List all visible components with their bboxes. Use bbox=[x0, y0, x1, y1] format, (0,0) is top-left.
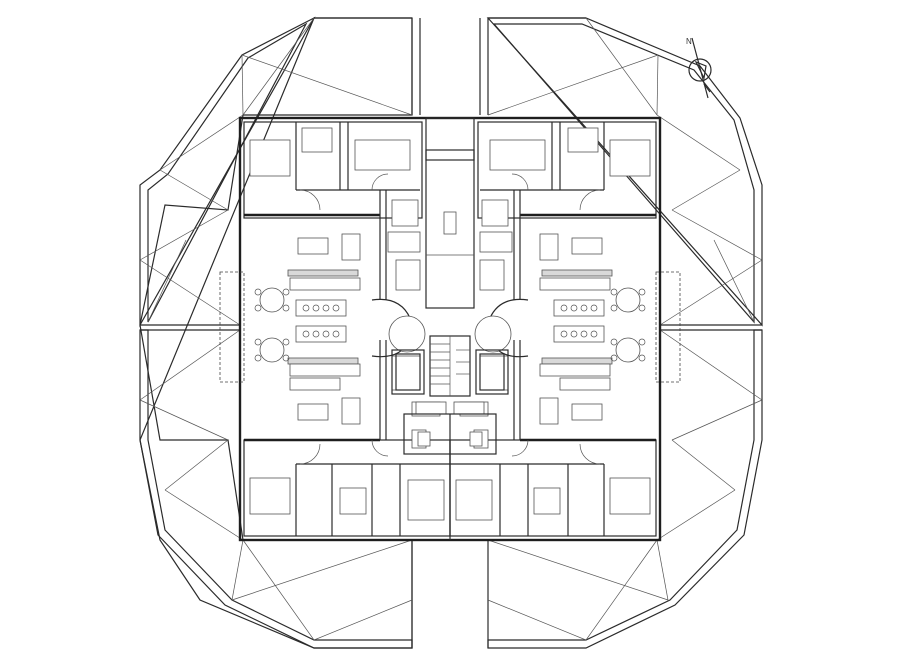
north-arrow: N bbox=[686, 37, 712, 99]
central-core bbox=[371, 298, 529, 540]
outer-envelope bbox=[139, 16, 763, 649]
north-label: N bbox=[686, 37, 692, 46]
unit-north-west bbox=[243, 121, 423, 300]
canopy-triangulation bbox=[139, 17, 763, 641]
unit-north-east bbox=[477, 121, 657, 300]
dining-tables bbox=[254, 287, 646, 363]
kitchen-counters bbox=[295, 299, 605, 343]
unit-south-west bbox=[243, 340, 451, 537]
